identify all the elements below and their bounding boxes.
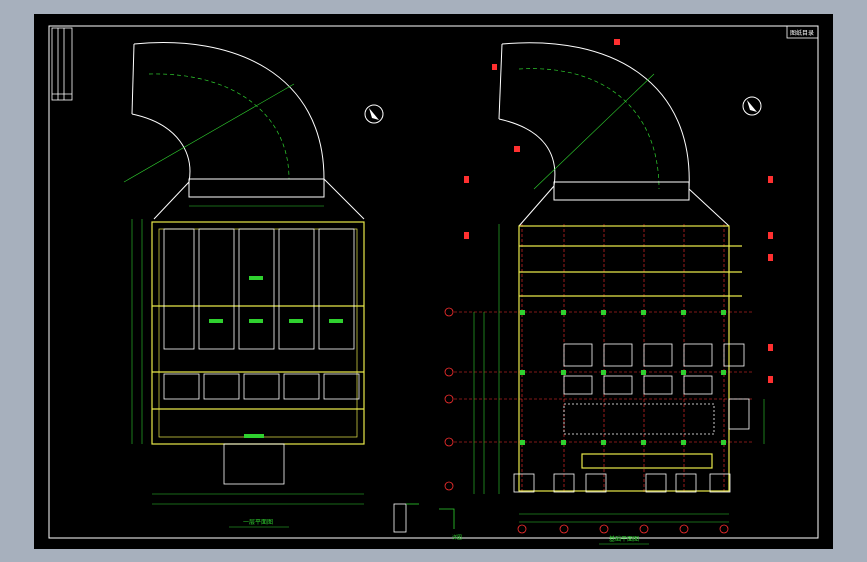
title-block: 图纸目录 bbox=[786, 25, 819, 39]
left-north-arrow bbox=[364, 104, 384, 124]
right-plan-caption: 基础平面图 bbox=[609, 535, 639, 543]
right-plan: 基础平面图 bbox=[444, 39, 773, 545]
right-building-outline bbox=[518, 225, 742, 492]
detail-label: 详图 bbox=[452, 534, 462, 541]
inner-frame bbox=[48, 25, 819, 539]
margin-register bbox=[51, 27, 73, 101]
right-north-arrow bbox=[742, 96, 762, 116]
left-transition bbox=[153, 178, 365, 220]
right-transition bbox=[518, 181, 730, 227]
right-bays bbox=[563, 343, 750, 435]
left-plan-caption: 一层平面图 bbox=[243, 519, 273, 526]
right-radius-line bbox=[533, 73, 655, 190]
left-labels bbox=[209, 276, 343, 438]
cad-drawing: 图纸目录 bbox=[48, 25, 819, 545]
right-side-markers bbox=[464, 39, 773, 383]
right-inlet-duct bbox=[498, 42, 690, 190]
left-plan: 一层平面图 bbox=[123, 42, 384, 528]
right-axis-bubbles bbox=[444, 307, 729, 534]
left-inlet-duct bbox=[131, 42, 325, 183]
section-detail: 详图 bbox=[393, 503, 462, 541]
left-dimensions bbox=[131, 205, 364, 505]
right-footings bbox=[513, 473, 731, 493]
left-footing bbox=[223, 443, 285, 485]
drawing-sheet: 图纸目录 bbox=[34, 14, 833, 549]
right-columns bbox=[520, 310, 726, 445]
right-dimensions bbox=[473, 224, 765, 523]
left-building-outline bbox=[151, 221, 365, 445]
left-radius-line bbox=[123, 83, 295, 183]
title-block-label: 图纸目录 bbox=[790, 29, 814, 37]
left-bays bbox=[163, 228, 360, 400]
